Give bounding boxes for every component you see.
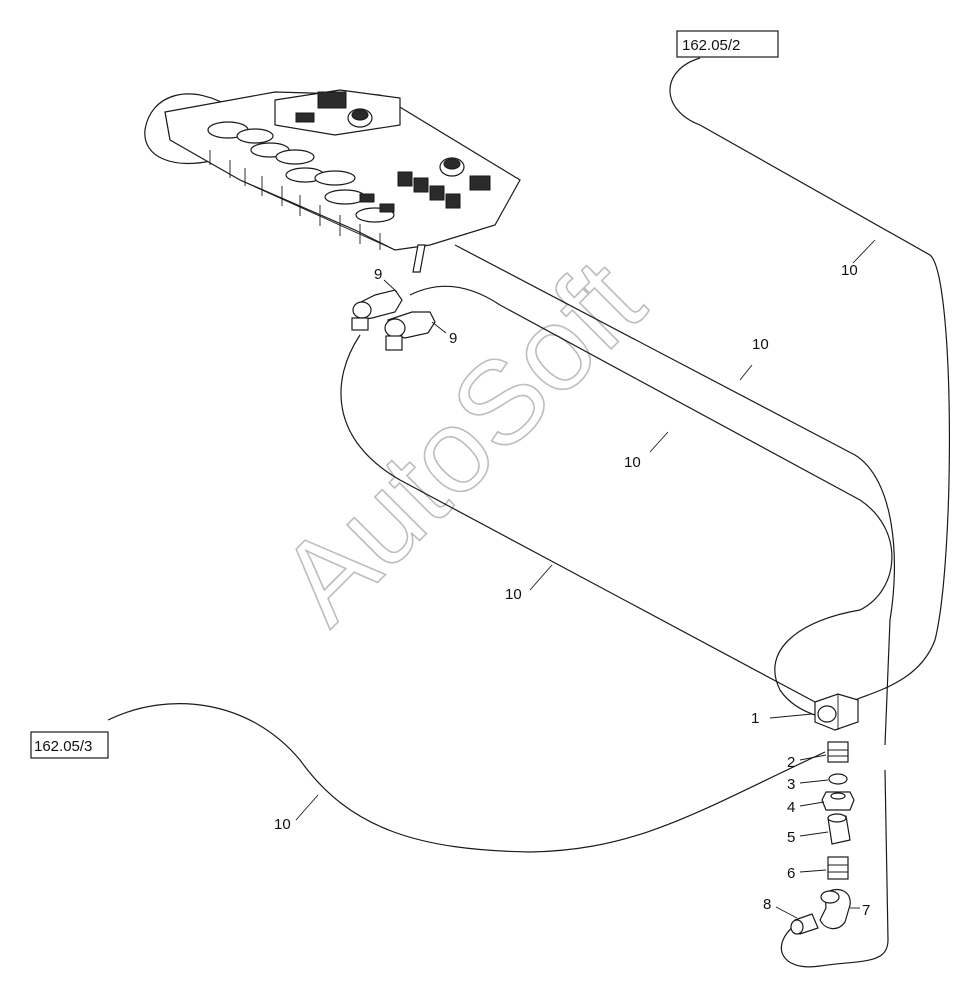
hose-ref-top	[669, 57, 950, 701]
fitting-2[interactable]	[827, 741, 849, 763]
nut-4[interactable]	[821, 791, 855, 811]
callout-9-lower: 9	[449, 330, 457, 347]
callout-10-mid: 10	[624, 454, 641, 471]
callout-2: 2	[787, 754, 795, 771]
hose-valve-loop	[409, 285, 893, 717]
hose-ref-left	[107, 703, 826, 853]
callout-8: 8	[763, 896, 771, 913]
panel-connectors	[209, 150, 381, 250]
tee-block-1[interactable]	[814, 693, 859, 731]
leader-lines	[295, 239, 876, 919]
callout-10-left: 10	[274, 816, 291, 833]
reference-box-top[interactable]: 162.05/2	[676, 30, 779, 58]
hose-valve-down	[340, 334, 816, 703]
watermark: AutoSoft	[255, 235, 668, 648]
callout-1: 1	[751, 710, 759, 727]
reference-label-top: 162.05/2	[682, 37, 740, 54]
callout-10-right: 10	[841, 262, 858, 279]
panel-pipe-stub	[412, 244, 426, 273]
callout-10-upper-mid: 10	[752, 336, 769, 353]
fitting-6[interactable]	[827, 856, 849, 880]
valve-9-upper[interactable]	[351, 289, 403, 331]
panel-rocker-switches	[359, 171, 491, 213]
sleeve-5[interactable]	[827, 813, 851, 845]
callout-9-upper: 9	[374, 266, 382, 283]
callout-6: 6	[787, 865, 795, 882]
panel-gauges	[207, 121, 395, 223]
callout-10-lower-mid: 10	[505, 586, 522, 603]
adapter-8[interactable]	[790, 913, 819, 935]
callout-7: 7	[862, 902, 870, 919]
callouts: 1 2 3 4 5 6 7 8 9 9 10 10 10 10 10	[274, 262, 870, 919]
callout-4: 4	[787, 799, 795, 816]
o-ring-3[interactable]	[828, 773, 848, 785]
valve-9-lower[interactable]	[384, 311, 436, 351]
control-panel[interactable]	[164, 89, 521, 273]
hose-bottom-loop	[780, 769, 889, 968]
hose-lines	[107, 57, 950, 968]
callout-5: 5	[787, 829, 795, 846]
reference-box-left[interactable]: 162.05/3	[30, 731, 109, 759]
elbow-7[interactable]	[819, 889, 851, 930]
hose-panel-loop	[144, 93, 236, 164]
hose-panel-diagonal	[454, 244, 896, 746]
callout-3: 3	[787, 776, 795, 793]
reference-label-left: 162.05/3	[34, 738, 92, 755]
